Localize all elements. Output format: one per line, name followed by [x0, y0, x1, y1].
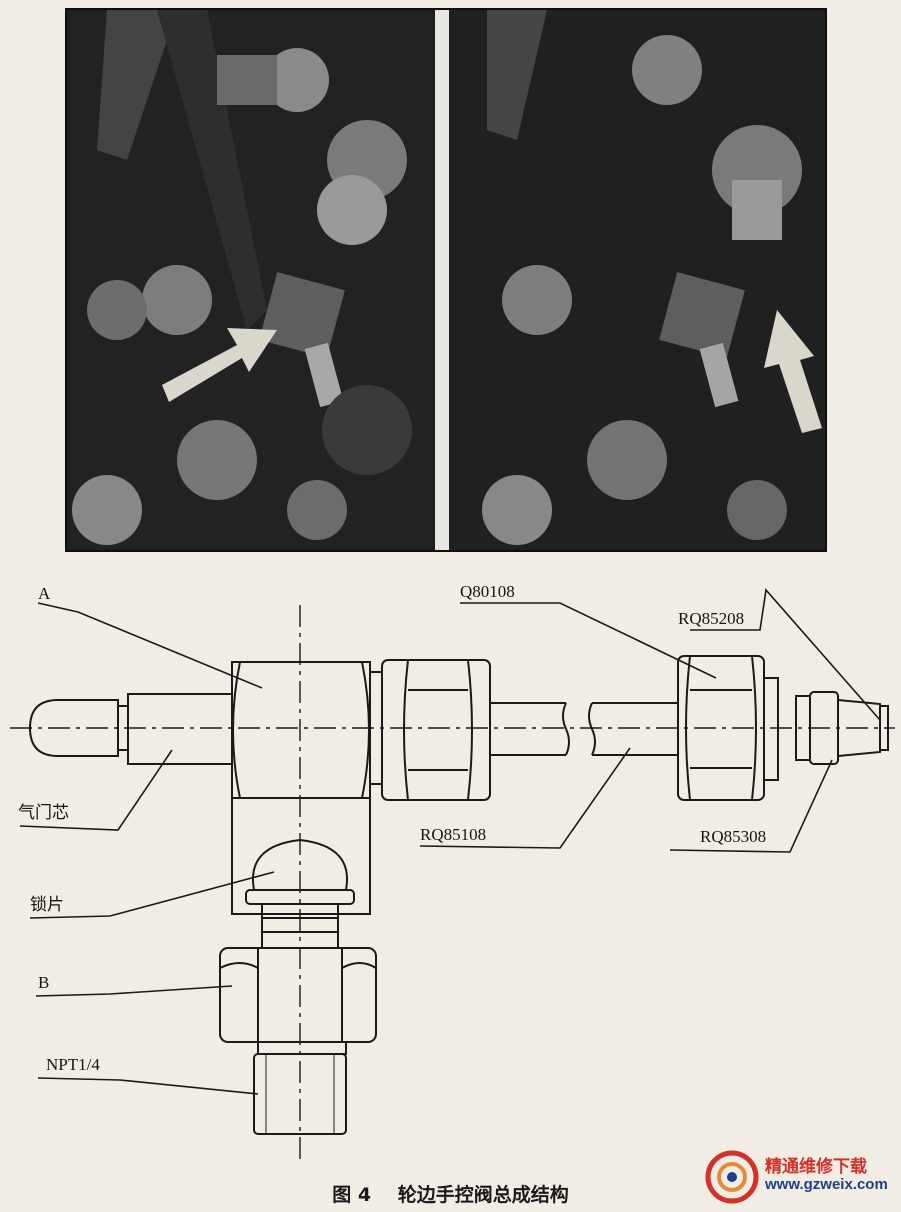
nut2-edge-left	[685, 655, 691, 801]
label-rq85308: RQ85308	[700, 827, 766, 846]
tee-chamfer-left	[232, 661, 241, 799]
watermark-logo-icon	[705, 1150, 759, 1204]
watermark-site-name: 精通维修下载	[765, 1157, 867, 1177]
leader-rq85308	[669, 759, 833, 853]
label-valve-core: 气门芯	[18, 803, 69, 823]
arrow-left-photo	[162, 328, 277, 402]
nut2-flange	[763, 677, 779, 781]
label-b: B	[38, 973, 49, 992]
watermark-url: www.gzweix.com	[765, 1176, 888, 1193]
figure-title: 轮边手控阀总成结构	[397, 1184, 569, 1206]
tee-body-a	[231, 661, 371, 799]
tee-chamfer-right	[361, 661, 370, 799]
leader-rq85208	[690, 588, 881, 721]
label-lock-plate: 锁片	[30, 895, 64, 915]
hex-nut-1	[381, 659, 491, 801]
nut1-edge-left	[403, 659, 409, 801]
assembly-diagram: A 气门芯 锁片 B NPT1/4 Q80108 RQ85208 RQ85108…	[10, 582, 895, 1165]
label-npt: NPT1/4	[46, 1055, 100, 1074]
label-a: A	[38, 584, 51, 603]
leader-npt	[37, 1077, 259, 1095]
label-rq85208: RQ85208	[678, 609, 744, 628]
tee-leg	[231, 797, 371, 915]
label-q80108: Q80108	[460, 582, 515, 601]
leader-b	[35, 985, 233, 997]
label-rq85108: RQ85108	[420, 825, 486, 844]
leader-rq85108	[419, 747, 631, 849]
left-photo	[67, 10, 433, 550]
site-watermark: 精通维修下载 www.gzweix.com	[703, 1146, 893, 1206]
valve-core-body	[127, 693, 233, 765]
leader-a	[37, 602, 263, 689]
leader-q80108	[460, 602, 717, 679]
hex-nut-b	[219, 947, 377, 1043]
photo-divider	[435, 10, 449, 550]
figure-number: 图 4	[332, 1184, 372, 1206]
figure-caption: 图 4 轮边手控阀总成结构	[0, 1180, 901, 1207]
tube-break-right	[588, 702, 596, 756]
end-nozzle	[837, 698, 881, 758]
valve-cap	[28, 699, 119, 757]
right-photo	[449, 10, 825, 550]
leader-lock-plate	[29, 871, 275, 919]
lock-ball	[252, 838, 348, 891]
nut1-edge-right	[467, 659, 473, 801]
end-tip	[879, 705, 889, 751]
arrow-right-photo	[764, 310, 822, 433]
tube-break-left	[562, 702, 570, 756]
nut2-edge-right	[751, 655, 757, 801]
leader-valve-core	[19, 749, 173, 831]
photo-panel	[65, 8, 827, 552]
